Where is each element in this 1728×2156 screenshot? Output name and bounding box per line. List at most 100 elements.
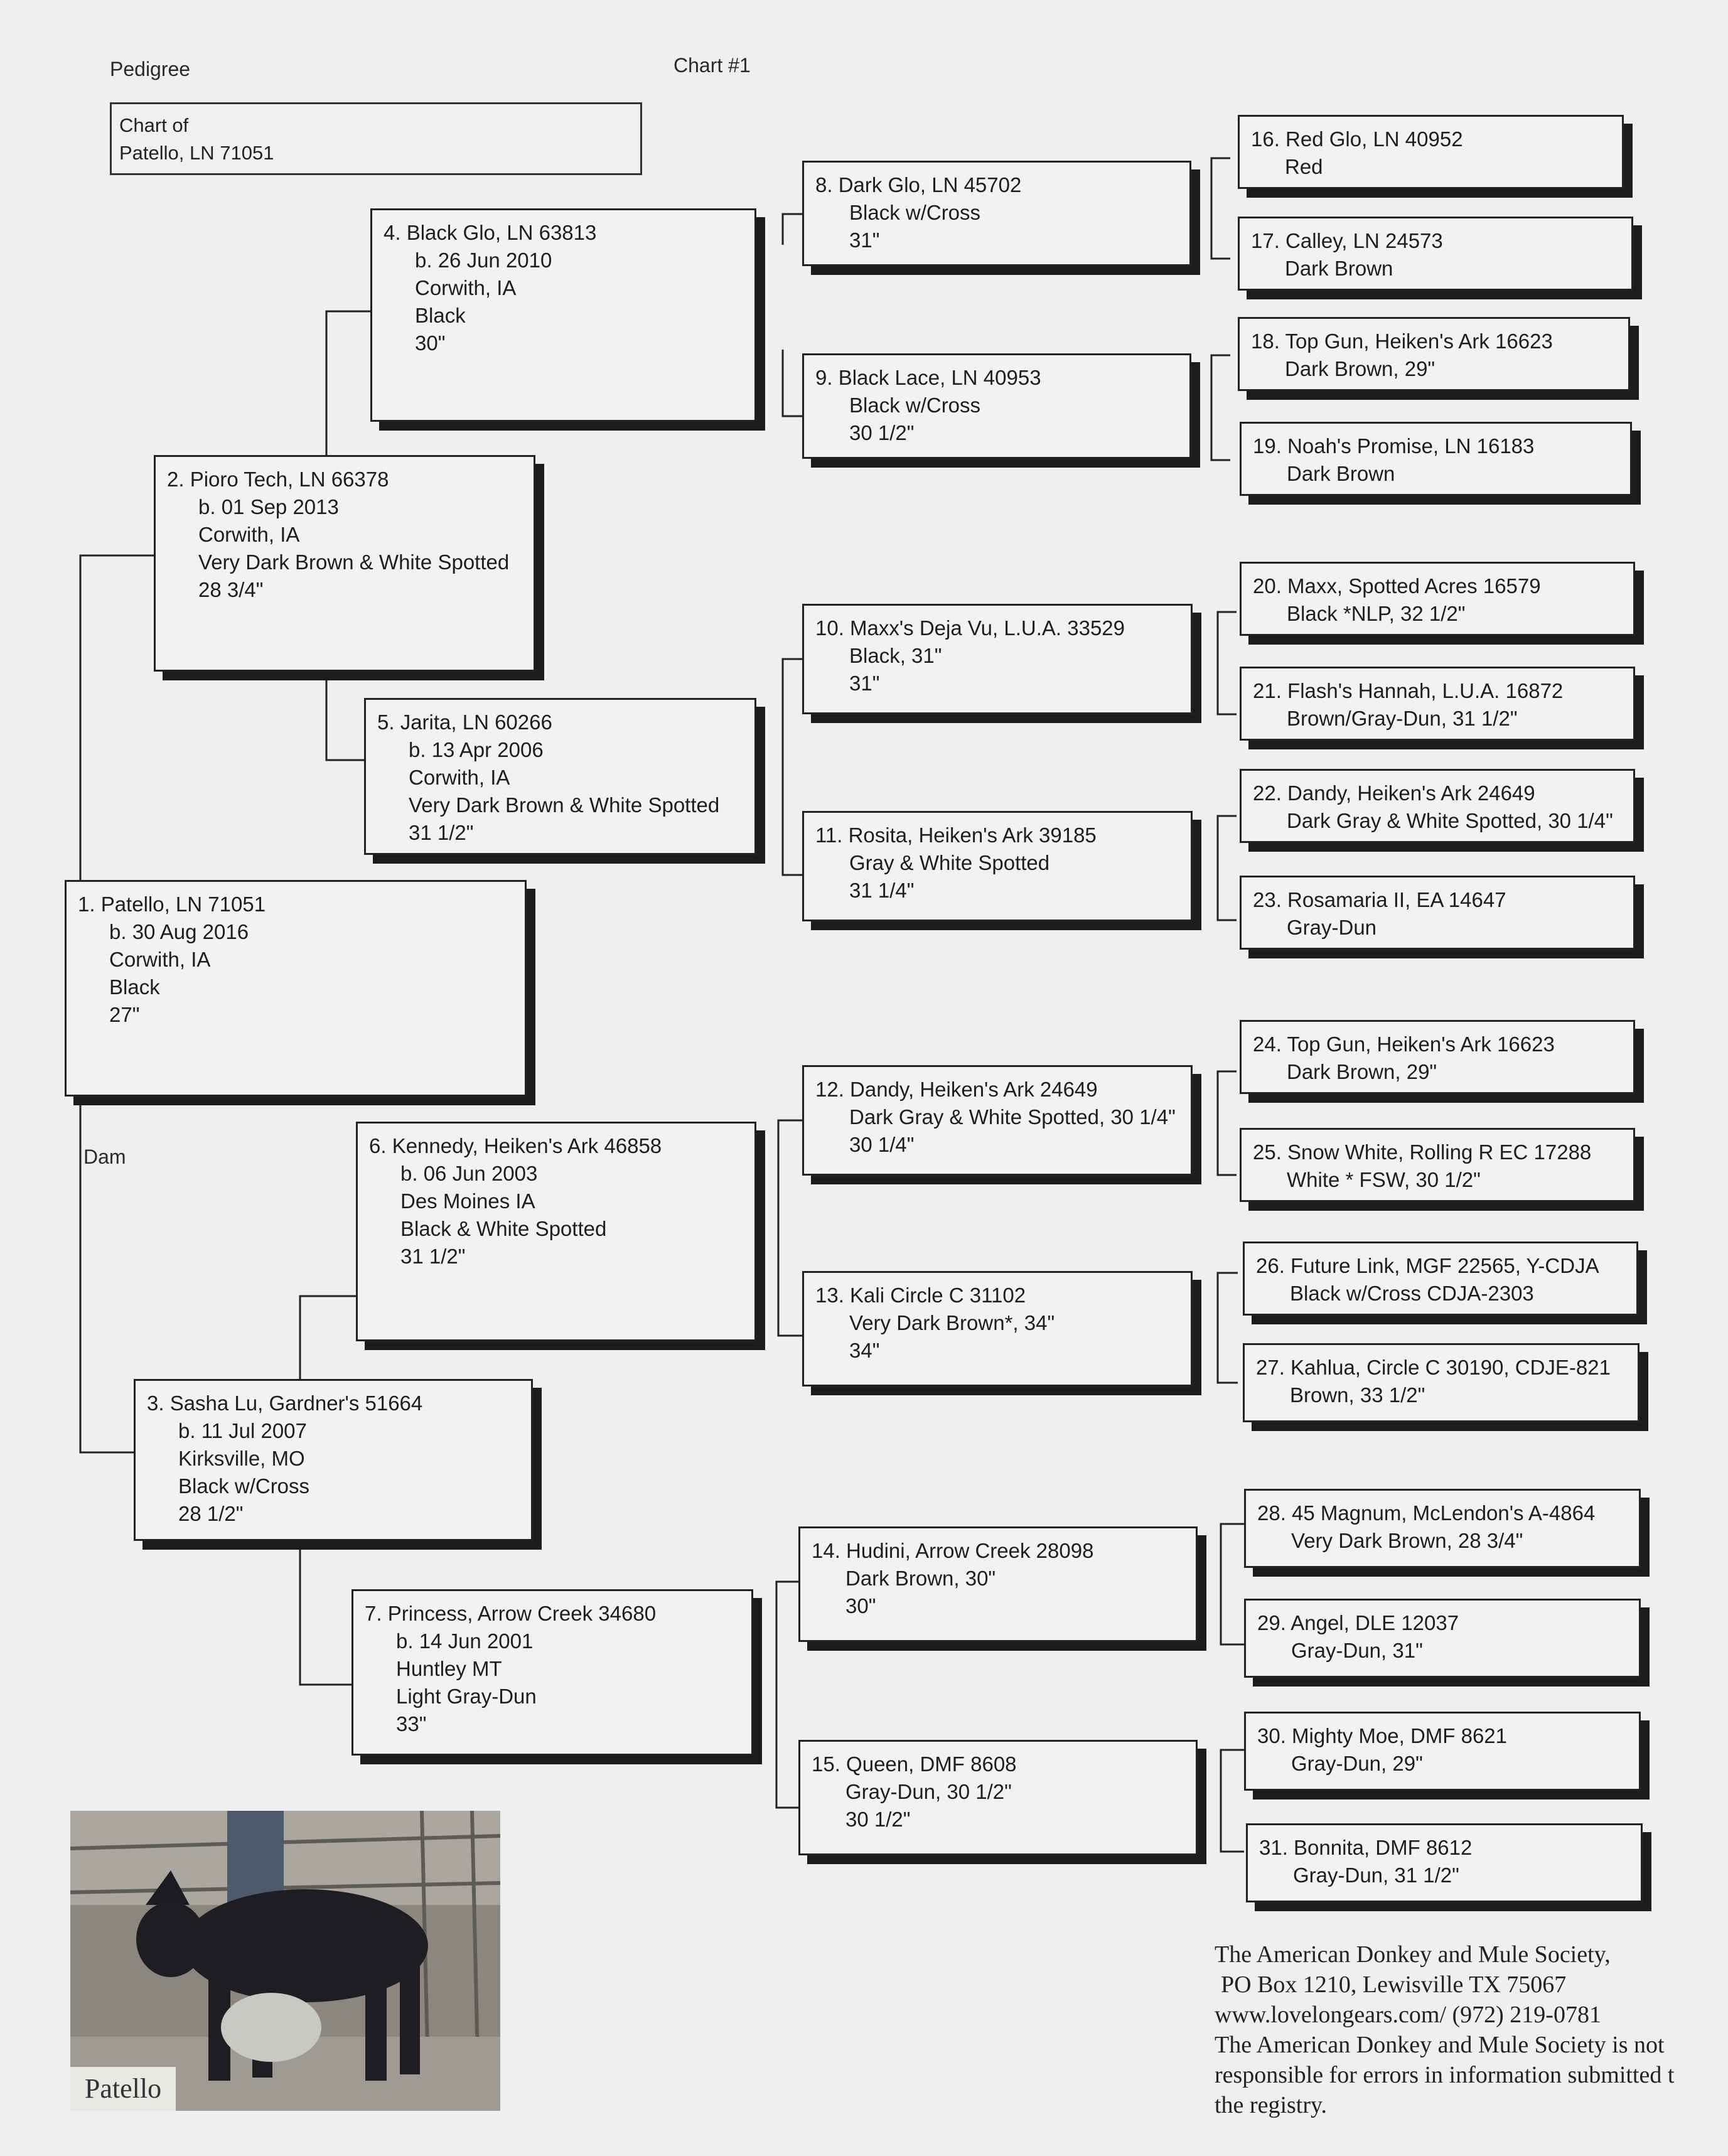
animal-11-box: 11. Rosita, Heiken's Ark 39185 Gray & Wh…: [802, 811, 1193, 921]
animal-10-detail: 31": [849, 672, 880, 695]
animal-29-box: 29. Angel, DLE 12037 Gray-Dun, 31": [1244, 1599, 1641, 1678]
animal-2-detail: b. 01 Sep 2013: [198, 495, 339, 518]
animal-7-detail: Huntley MT: [396, 1657, 502, 1680]
animal-5-detail: b. 13 Apr 2006: [409, 738, 544, 761]
animal-24-box: 24. Top Gun, Heiken's Ark 16623 Dark Bro…: [1240, 1020, 1635, 1094]
animal-7-name: 7. Princess, Arrow Creek 34680: [365, 1602, 657, 1625]
animal-5-detail: 31 1/2": [409, 821, 474, 844]
animal-10-detail: Black, 31": [849, 644, 942, 667]
animal-13-box: 13. Kali Circle C 31102 Very Dark Brown*…: [802, 1271, 1193, 1386]
connector-14: [1220, 1523, 1244, 1646]
animal-16-name: 16. Red Glo, LN 40952: [1251, 127, 1463, 151]
dam-label: Dam: [83, 1145, 126, 1168]
animal-28-name: 28. 45 Magnum, McLendon's A-4864: [1257, 1501, 1596, 1525]
animal-8-box: 8. Dark Glo, LN 45702 Black w/Cross 31": [802, 161, 1191, 266]
connector-11: [1216, 815, 1237, 921]
animal-19-detail: Dark Brown: [1287, 462, 1395, 485]
animal-10-box: 10. Maxx's Deja Vu, L.U.A. 33529 Black, …: [802, 604, 1193, 714]
society-footer: The American Donkey and Mule Society, PO…: [1215, 1939, 1728, 2120]
footer-line: The American Donkey and Mule Society,: [1215, 1941, 1611, 1968]
animal-3-box: 3. Sasha Lu, Gardner's 51664 b. 11 Jul 2…: [134, 1379, 533, 1541]
animal-24-name: 24. Top Gun, Heiken's Ark 16623: [1253, 1032, 1555, 1056]
animal-7-box: 7. Princess, Arrow Creek 34680 b. 14 Jun…: [352, 1589, 753, 1756]
animal-17-box: 17. Calley, LN 24573 Dark Brown: [1238, 217, 1633, 291]
animal-28-detail: Very Dark Brown, 28 3/4": [1291, 1529, 1523, 1552]
animal-1-detail: b. 30 Aug 2016: [109, 920, 249, 943]
animal-23-name: 23. Rosamaria II, EA 14647: [1253, 888, 1506, 911]
donkey-photo-illustration: [70, 1811, 500, 2111]
connector-9: [1210, 354, 1230, 461]
animal-26-name: 26. Future Link, MGF 22565, Y-CDJA: [1256, 1254, 1599, 1277]
animal-11-detail: Gray & White Spotted: [849, 851, 1050, 874]
animal-23-box: 23. Rosamaria II, EA 14647 Gray-Dun: [1240, 876, 1635, 950]
animal-6-detail: Des Moines IA: [400, 1189, 535, 1213]
animal-8-detail: 31": [849, 228, 880, 252]
connector-4: [781, 213, 802, 417]
animal-4-detail: 30": [415, 331, 446, 355]
animal-20-name: 20. Maxx, Spotted Acres 16579: [1253, 574, 1541, 598]
animal-2-detail: 28 3/4": [198, 578, 264, 601]
chart-of-box: Chart of Patello, LN 71051: [110, 102, 642, 175]
animal-7-detail: 33": [396, 1712, 427, 1735]
connector-7: [775, 1580, 798, 1809]
animal-12-box: 12. Dandy, Heiken's Ark 24649 Dark Gray …: [802, 1065, 1193, 1176]
animal-14-name: 14. Hudini, Arrow Creek 28098: [812, 1539, 1094, 1562]
connector-6: [777, 1119, 802, 1337]
animal-7-detail: b. 14 Jun 2001: [396, 1629, 534, 1653]
animal-16-detail: Red: [1285, 155, 1323, 178]
footer-line: The American Donkey and Mule Society is …: [1215, 2032, 1665, 2058]
animal-24-detail: Dark Brown, 29": [1287, 1060, 1437, 1083]
animal-7-detail: Light Gray-Dun: [396, 1685, 537, 1708]
animal-21-detail: Brown/Gray-Dun, 31 1/2": [1287, 707, 1518, 730]
chart-number: Chart #1: [673, 54, 751, 77]
animal-27-detail: Brown, 33 1/2": [1290, 1383, 1425, 1407]
animal-12-detail: Dark Gray & White Spotted, 30 1/4": [849, 1105, 1176, 1129]
animal-2-detail: Corwith, IA: [198, 523, 300, 546]
chart-of-subject: Patello, LN 71051: [119, 142, 274, 164]
footer-line: the registry.: [1215, 2092, 1328, 2118]
animal-6-detail: b. 06 Jun 2003: [400, 1162, 538, 1185]
animal-9-box: 9. Black Lace, LN 40953 Black w/Cross 30…: [802, 353, 1191, 459]
animal-17-detail: Dark Brown: [1285, 257, 1393, 280]
animal-9-detail: 30 1/2": [849, 421, 915, 444]
chart-of-label: Chart of: [119, 114, 189, 136]
animal-11-name: 11. Rosita, Heiken's Ark 39185: [815, 823, 1097, 847]
animal-4-name: 4. Black Glo, LN 63813: [384, 221, 597, 244]
animal-27-name: 27. Kahlua, Circle C 30190, CDJE-821: [1256, 1356, 1611, 1379]
animal-15-detail: Gray-Dun, 30 1/2": [845, 1780, 1012, 1803]
animal-3-detail: Kirksville, MO: [178, 1447, 305, 1470]
animal-5-box: 5. Jarita, LN 60266 b. 13 Apr 2006 Corwi…: [364, 698, 756, 855]
animal-29-detail: Gray-Dun, 31": [1291, 1639, 1423, 1662]
animal-2-box: 2. Pioro Tech, LN 66378 b. 01 Sep 2013 C…: [154, 455, 535, 672]
animal-1-box: 1. Patello, LN 71051 b. 30 Aug 2016 Corw…: [65, 880, 527, 1097]
animal-15-box: 15. Queen, DMF 8608 Gray-Dun, 30 1/2" 30…: [798, 1740, 1198, 1855]
animal-22-box: 22. Dandy, Heiken's Ark 24649 Dark Gray …: [1240, 769, 1635, 843]
animal-3-name: 3. Sasha Lu, Gardner's 51664: [147, 1392, 423, 1415]
footer-line: PO Box 1210, Lewisville TX 75067: [1221, 1971, 1567, 1998]
animal-15-name: 15. Queen, DMF 8608: [812, 1752, 1017, 1776]
animal-1-detail: 27": [109, 1003, 140, 1026]
connector-15: [1220, 1749, 1244, 1853]
animal-13-name: 13. Kali Circle C 31102: [815, 1284, 1026, 1307]
animal-1-name: 1. Patello, LN 71051: [78, 893, 266, 916]
animal-31-box: 31. Bonnita, DMF 8612 Gray-Dun, 31 1/2": [1246, 1823, 1643, 1902]
animal-18-name: 18. Top Gun, Heiken's Ark 16623: [1251, 330, 1553, 353]
animal-3-detail: 28 1/2": [178, 1502, 244, 1525]
animal-1-detail: Black: [109, 975, 160, 999]
animal-16-box: 16. Red Glo, LN 40952 Red: [1238, 115, 1624, 189]
animal-14-detail: Dark Brown, 30": [845, 1567, 996, 1590]
animal-30-name: 30. Mighty Moe, DMF 8621: [1257, 1724, 1507, 1747]
animal-3-detail: Black w/Cross: [178, 1474, 310, 1498]
animal-6-detail: Black & White Spotted: [400, 1217, 607, 1240]
animal-27-box: 27. Kahlua, Circle C 30190, CDJE-821 Bro…: [1243, 1343, 1639, 1422]
photo-caption: Patello: [70, 2067, 176, 2111]
animal-20-box: 20. Maxx, Spotted Acres 16579 Black *NLP…: [1240, 562, 1635, 636]
animal-31-name: 31. Bonnita, DMF 8612: [1259, 1836, 1473, 1859]
animal-13-detail: 34": [849, 1339, 880, 1362]
animal-9-detail: Black w/Cross: [849, 394, 981, 417]
animal-20-detail: Black *NLP, 32 1/2": [1287, 602, 1466, 625]
animal-4-detail: Black: [415, 304, 466, 327]
animal-15-detail: 30 1/2": [845, 1808, 911, 1831]
animal-13-detail: Very Dark Brown*, 34": [849, 1311, 1055, 1334]
animal-6-name: 6. Kennedy, Heiken's Ark 46858: [369, 1134, 662, 1157]
